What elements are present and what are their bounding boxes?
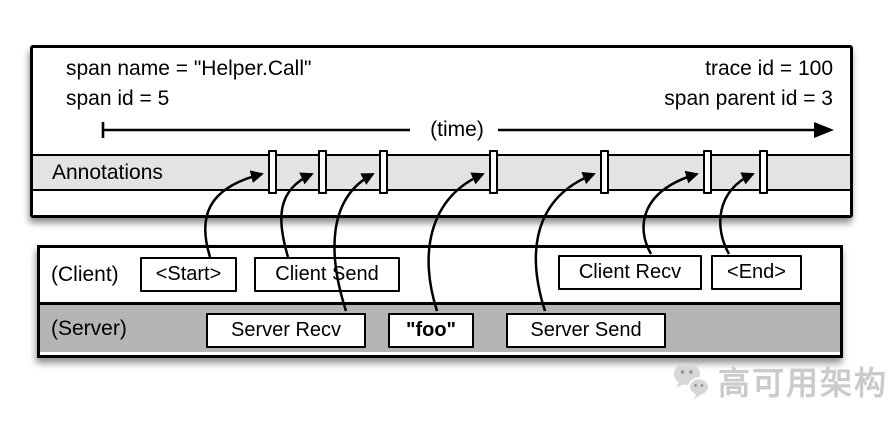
server-lane-label: (Server): [51, 316, 127, 340]
span-name-text: span name = "Helper.Call": [66, 57, 312, 80]
annotation-tick: [600, 150, 609, 194]
annotation-tick: [268, 150, 277, 194]
client-lane-label: (Client): [51, 263, 119, 286]
event-client-send: Client Send: [254, 257, 400, 292]
span-parent-id-text: span parent id = 3: [664, 87, 833, 110]
event-foo: "foo": [388, 313, 474, 348]
event-end: <End>: [711, 255, 802, 290]
span-info-left: span name = "Helper.Call" span id = 5: [66, 54, 311, 114]
watermark-text: 高可用架构: [717, 365, 888, 401]
lanes-box: (Client) (Server) <Start> Client Send Se…: [37, 245, 843, 358]
event-start: <Start>: [140, 257, 237, 292]
span-info-right: trace id = 100 span parent id = 3: [664, 54, 833, 114]
annotations-label: Annotations: [52, 160, 163, 184]
annotation-tick: [703, 150, 712, 194]
event-server-recv: Server Recv: [206, 313, 366, 348]
event-server-send: Server Send: [506, 313, 666, 348]
span-id-text: span id = 5: [66, 87, 170, 110]
annotation-tick: [759, 150, 768, 194]
annotation-tick: [489, 150, 498, 194]
annotation-tick: [318, 150, 327, 194]
time-axis-label: (time): [430, 118, 484, 141]
wechat-icon: [673, 363, 710, 399]
annotations-band: Annotations: [33, 154, 850, 191]
span-info-box: span name = "Helper.Call" span id = 5 tr…: [30, 45, 853, 218]
annotation-tick: [379, 150, 388, 194]
trace-id-text: trace id = 100: [705, 57, 833, 80]
watermark: 高可用架构: [671, 358, 888, 404]
event-client-recv: Client Recv: [558, 255, 702, 290]
